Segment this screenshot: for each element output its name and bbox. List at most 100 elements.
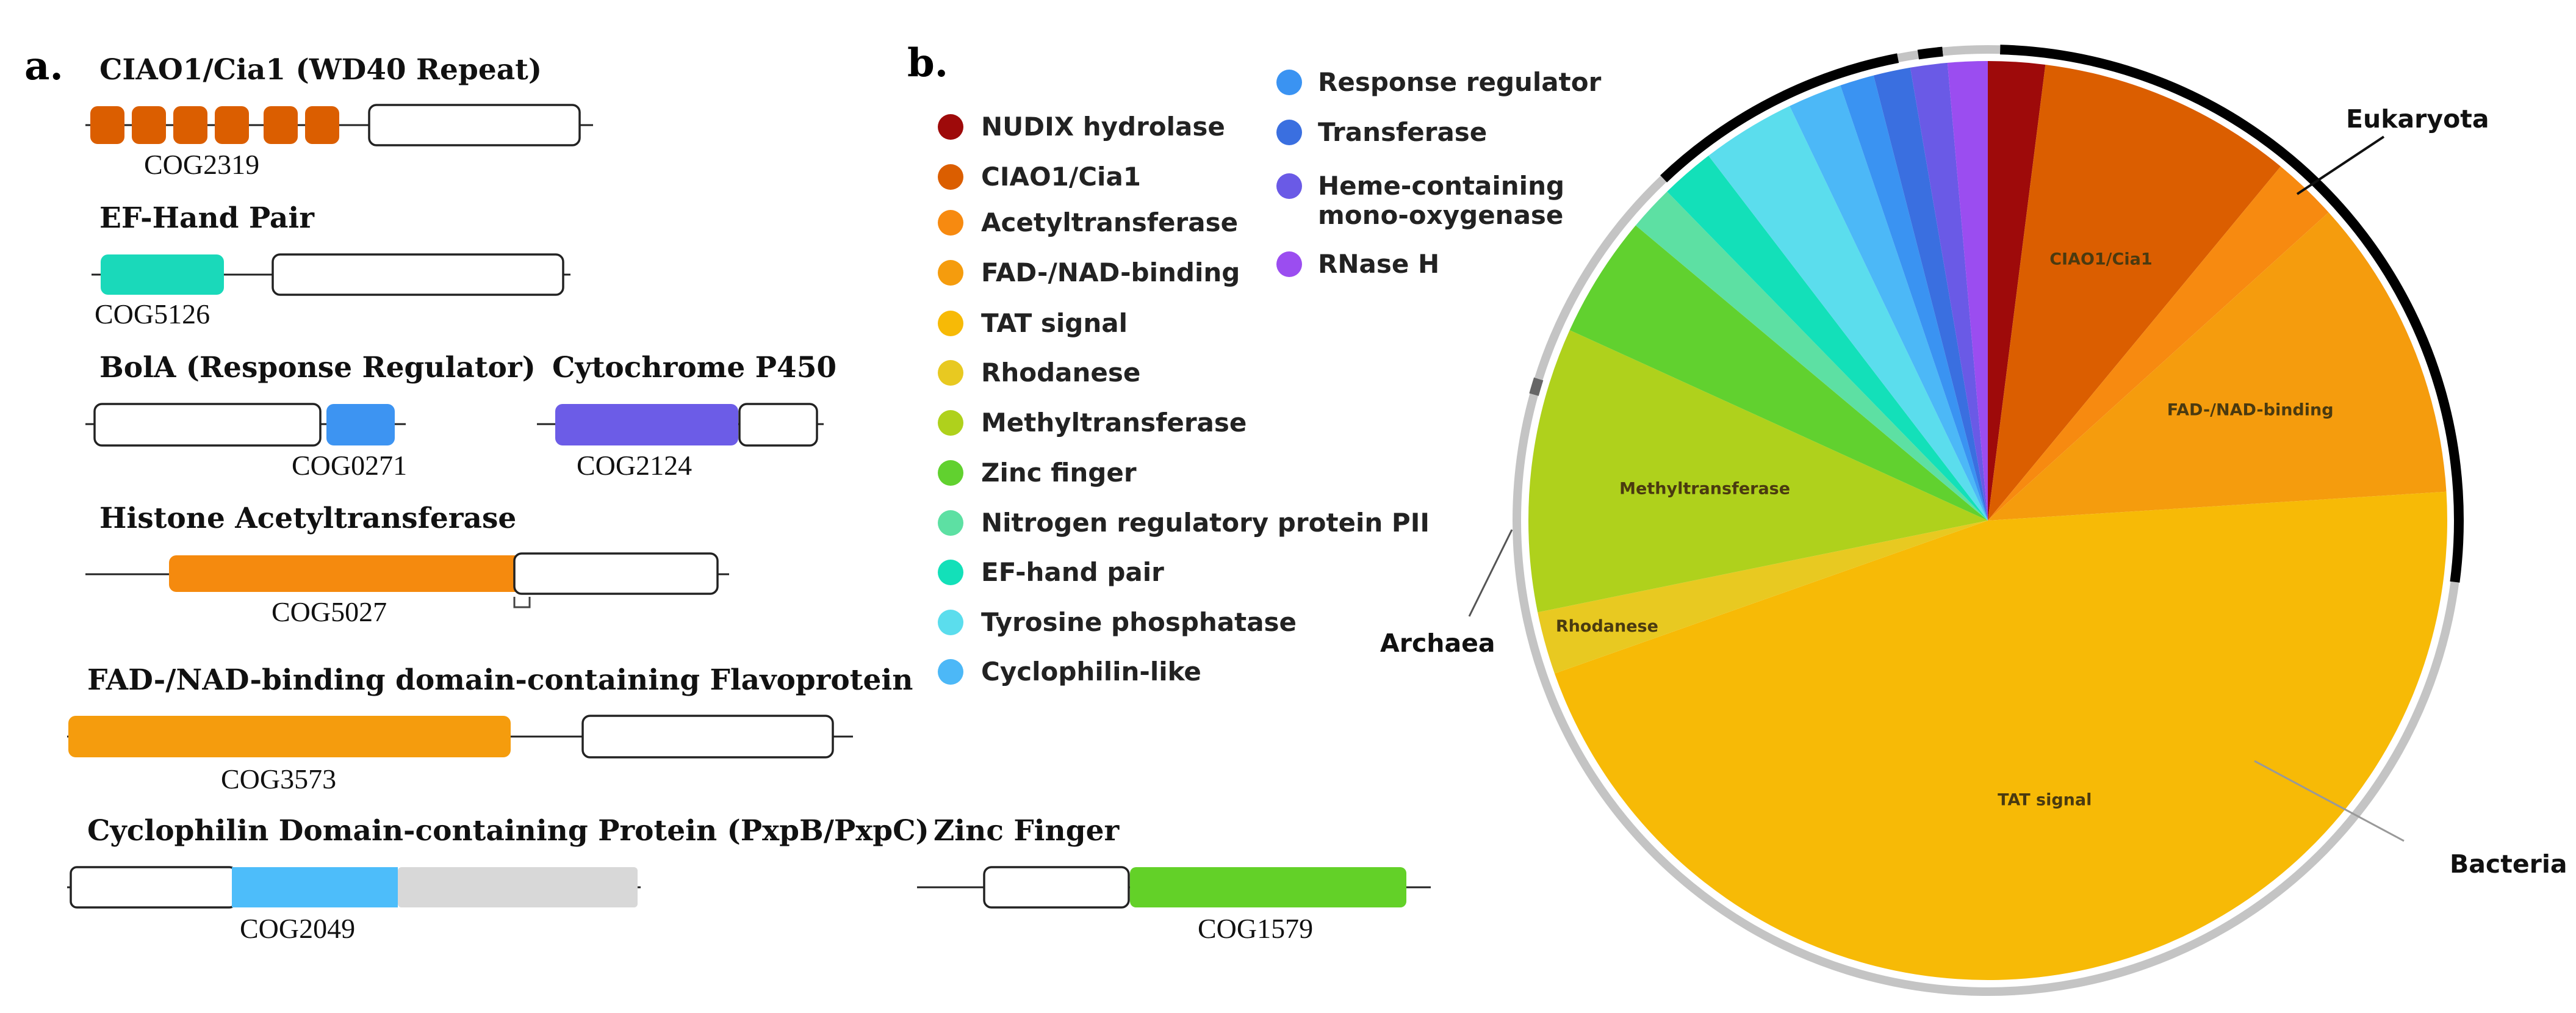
panel-b-letter: b. [907,40,948,86]
archaea-label: Archaea [1380,629,1495,658]
protein-histone-acetyltransferase: Histone Acetyltransferase COG5027 [85,502,729,627]
legend-label: Transferase [1318,117,1487,147]
legend-item: Transferase [1276,117,1487,147]
protein-fad-nad-binding: FAD-/NAD-binding domain-containing Flavo… [67,663,913,795]
wd40-repeat-box [90,106,124,144]
eukaryota-leader-line [2296,135,2385,195]
protein-bola: BolA (Response Regulator) COG0271 [85,351,536,481]
bacteria-ring-arc [1513,393,2459,996]
pie-slice-cyclophilin-like [1790,85,1988,521]
bola-domain [326,404,395,445]
legend-swatch [938,360,963,386]
pie-slice-transferase [1873,67,1988,521]
uncharacterized-region [513,552,719,595]
pie-slice-nudix-hydrolase [1988,61,2046,521]
wd40-repeat-box [264,106,298,144]
protein-zinc-finger: Zinc Finger COG1579 [917,814,1431,944]
acetyltransferase-domain [169,555,528,592]
legend: NUDIX hydrolase CIAO1/Cia1 Acetyltransfe… [938,67,1602,687]
legend-swatch [938,510,963,536]
legend-item: RNase H [1276,249,1439,279]
pie-slice-tyrosine-phosphatase [1708,106,1988,521]
bacteria-ring-arc [1897,50,1919,63]
cog-label: COG1579 [1198,913,1313,944]
overlap-bracket [513,597,531,608]
slice-label-tat-signal: TAT signal [1998,790,2092,809]
legend-item: Acetyltransferase [938,207,1238,237]
uncharacterized-region [738,403,818,447]
bacteria-ring-arc [1534,175,1667,380]
legend-swatch [938,210,963,236]
protein-title: Cytochrome P450 [552,351,836,384]
legend-item: Response regulator [1276,67,1602,97]
protein-title: EF-Hand Pair [99,201,315,235]
legend-swatch [1276,70,1302,95]
wd40-repeat-box [173,106,207,144]
protein-title: BolA (Response Regulator) [99,351,536,384]
bacteria-leader-line [2254,760,2405,842]
uncharacterized-region [272,253,564,296]
uncharacterized-region [983,866,1130,909]
legend-item: NUDIX hydrolase [938,112,1225,142]
legend-swatch [1276,173,1302,199]
protein-cyclophilin: Cyclophilin Domain-containing Protein (P… [67,814,929,944]
fad-nad-binding-domain [68,716,511,757]
protein-ef-hand: EF-Hand Pair COG5126 [92,201,570,330]
legend-swatch [938,460,963,486]
legend-swatch [938,610,963,635]
archaea-leader-line [1468,529,1513,617]
legend-swatch [938,260,963,286]
domain-ring [1513,45,2464,996]
cog-label: COG2319 [144,149,259,180]
legend-label: Tyrosine phosphatase [981,607,1297,637]
pie-chart [1528,61,2448,981]
protein-title: Histone Acetyltransferase [99,502,516,535]
cog-label: COG5027 [272,596,387,627]
zinc-finger-domain [1130,867,1406,907]
legend-item: Cyclophilin-like [938,657,1201,687]
slice-label-rhodanese: Rhodanese [1556,617,1658,636]
pie-slice-zinc-finger [1569,225,1988,521]
legend-item: CIAO1/Cia1 [938,162,1141,192]
legend-label: Methyltransferase [981,408,1247,438]
cog-label: COG0271 [292,450,407,481]
pie-slice-methyltransferase [1528,330,1988,613]
panel-a-letter: a. [24,43,63,89]
legend-item: Methyltransferase [938,408,1247,438]
legend-label: EF-hand pair [981,557,1164,587]
eukaryota-ring-arc [1999,45,2464,583]
eukaryota-label: Eukaryota [2346,104,2489,134]
pie-slice-nitrogen-regulatory-protein-pii [1635,191,1988,521]
archaea-ring-arc [1529,377,1544,396]
protein-title: CIAO1/Cia1 (WD40 Repeat) [99,53,542,87]
pie-slice-ciao1-cia1 [1988,64,2281,521]
unaligned-region [398,867,638,907]
pie-slice-heme-containing-mono-oxygenase [1910,62,1988,521]
legend-item: Tyrosine phosphatase [938,607,1297,637]
legend-item: Rhodanese [938,358,1140,388]
pie-slice-acetyltransferase [1988,166,2329,521]
legend-label: Acetyltransferase [981,207,1238,237]
legend-label: Response regulator [1318,67,1602,97]
uncharacterized-region [93,403,322,447]
uncharacterized-region [70,866,237,909]
pie-slice-rhodanese [1538,521,1988,674]
wd40-repeat-box [305,106,339,144]
legend-item: TAT signal [938,308,1128,338]
protein-title: Zinc Finger [934,814,1120,848]
protein-title: Cyclophilin Domain-containing Protein (P… [87,814,929,848]
pie-slice-response-regulator [1840,75,1988,521]
legend-swatch [938,659,963,685]
legend-item: FAD-/NAD-binding [938,258,1240,287]
cog-label: COG5126 [95,298,210,330]
legend-swatch [938,560,963,585]
cyclophilin-domain [232,867,398,907]
pie-slice-fad-nad-binding [1988,212,2447,521]
legend-label: Rhodanese [981,358,1140,388]
legend-swatch [938,311,963,336]
legend-item: Zinc finger [938,458,1137,488]
eukaryota-ring-arc [1917,46,1943,60]
